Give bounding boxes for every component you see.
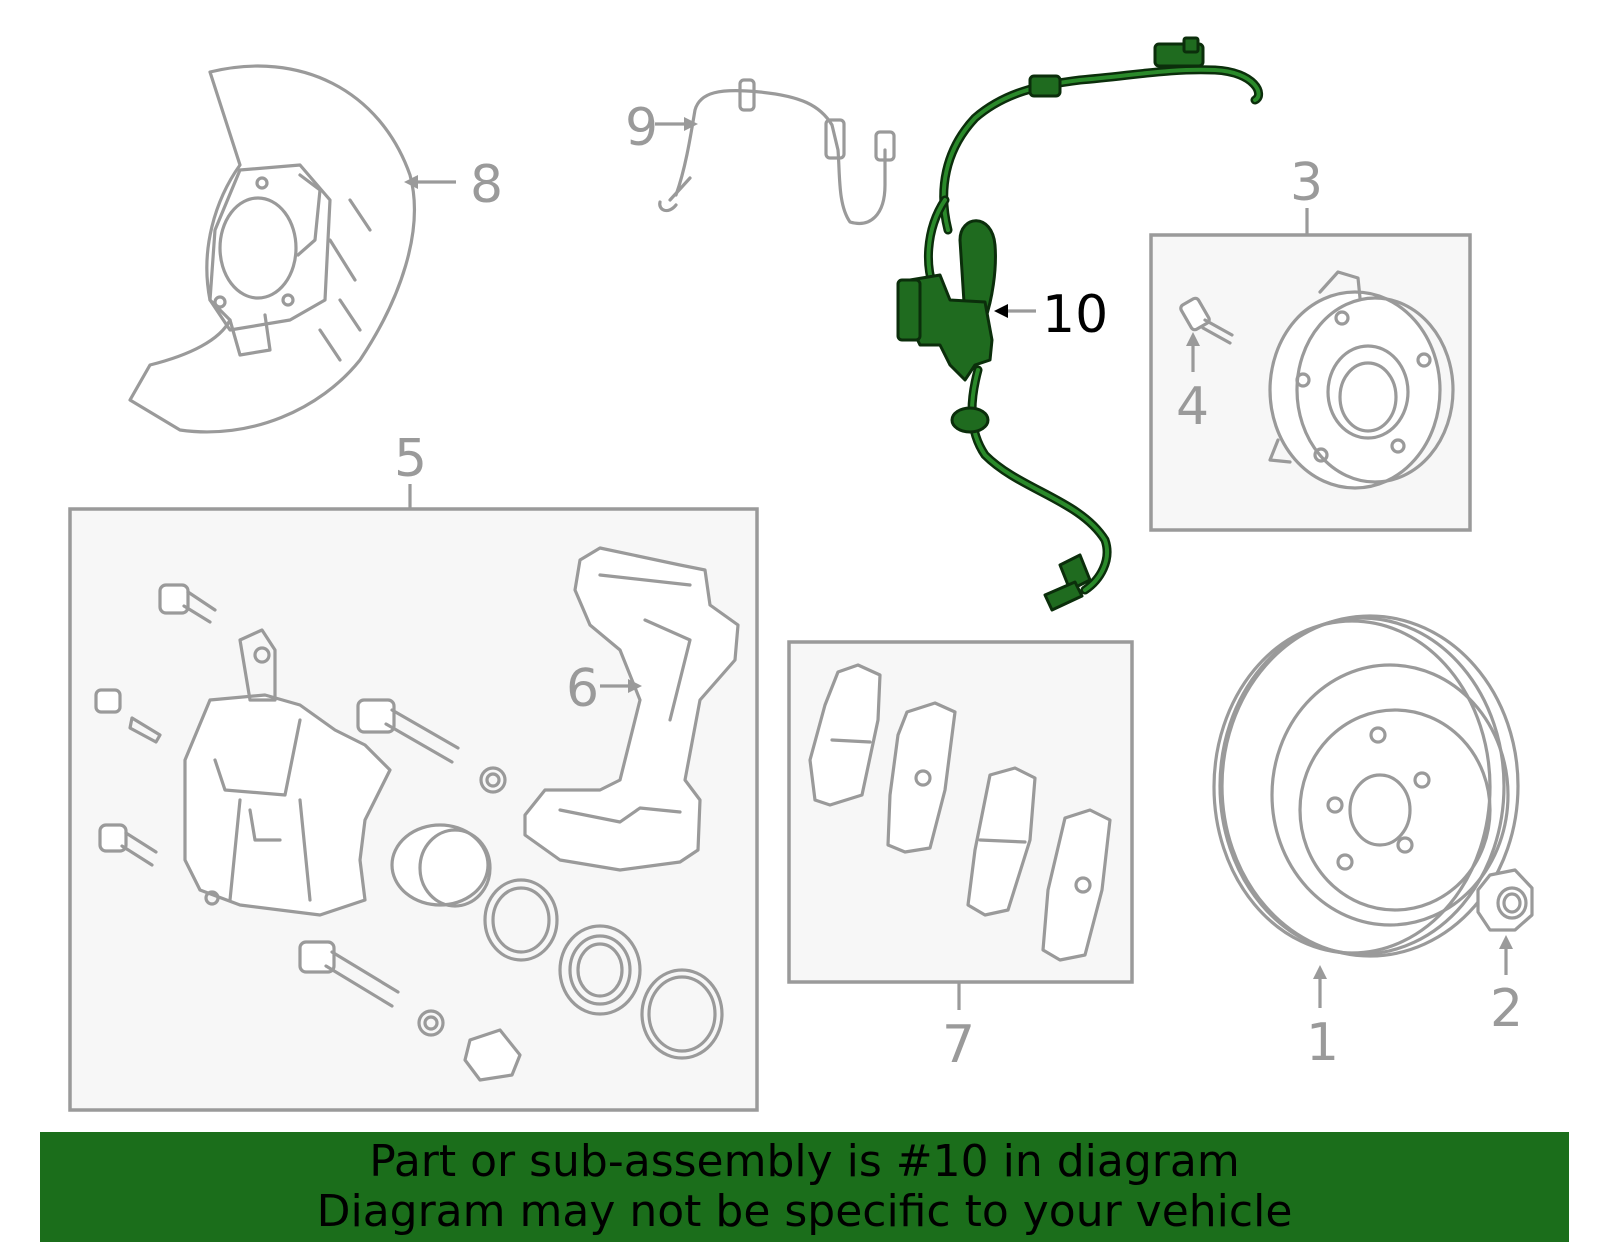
part-10-speed-sensor bbox=[896, 36, 1264, 612]
part-6-caliper-bracket bbox=[523, 546, 740, 872]
arrow-1-icon bbox=[1313, 965, 1327, 979]
callout-4: 4 bbox=[1176, 377, 1209, 437]
callout-9: 9 bbox=[625, 98, 658, 158]
arrow-10-icon bbox=[994, 304, 1008, 318]
part-9-brake-hose bbox=[658, 78, 896, 225]
arrow-6-icon bbox=[628, 679, 642, 693]
callout-5: 5 bbox=[394, 429, 427, 489]
part-5-piston-and-seals bbox=[390, 823, 724, 1060]
banner-line-1: Part or sub-assembly is #10 in diagram bbox=[369, 1136, 1240, 1187]
part-5-bolts-and-pins bbox=[94, 583, 522, 1082]
part-7-brake-pads bbox=[808, 663, 1112, 962]
callout-6: 6 bbox=[566, 659, 599, 719]
callout-3: 3 bbox=[1290, 153, 1323, 213]
part-8-dust-shield bbox=[128, 64, 416, 434]
part-5-caliper bbox=[183, 628, 392, 917]
arrow-2-icon bbox=[1499, 935, 1513, 949]
part-2-hub-nut bbox=[1476, 868, 1534, 932]
arrow-9-icon bbox=[684, 117, 698, 131]
part-3-hub-bearing bbox=[1268, 270, 1455, 490]
arrow-4-icon bbox=[1186, 332, 1200, 346]
callout-10: 10 bbox=[1042, 285, 1108, 345]
info-banner: Part or sub-assembly is #10 in diagram D… bbox=[40, 1132, 1569, 1242]
banner-line-2: Diagram may not be specific to your vehi… bbox=[316, 1186, 1293, 1237]
part-1-brake-rotor bbox=[1212, 614, 1520, 958]
callout-7: 7 bbox=[942, 1015, 975, 1075]
part-4-bolt bbox=[1179, 296, 1234, 345]
callout-1: 1 bbox=[1306, 1013, 1339, 1073]
callout-8: 8 bbox=[470, 155, 503, 215]
arrow-8-icon bbox=[404, 175, 418, 189]
callout-2: 2 bbox=[1490, 979, 1523, 1039]
